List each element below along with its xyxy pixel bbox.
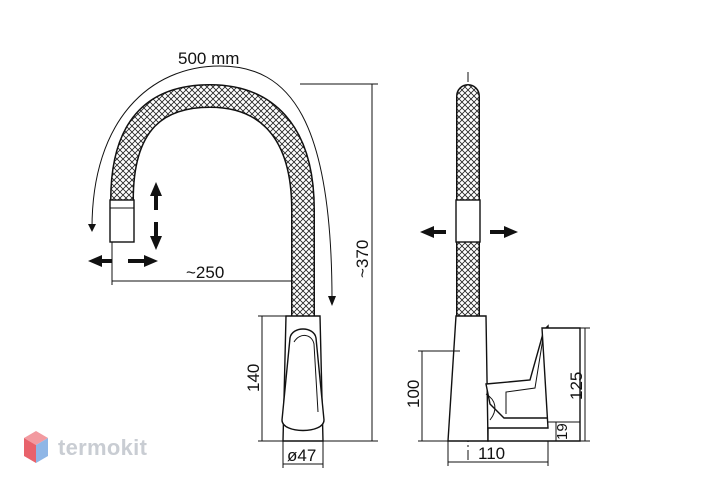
side-move-arrows	[420, 226, 518, 238]
base-diameter-label: ø47	[287, 446, 316, 465]
hose-length-label: 500 mm	[178, 49, 239, 68]
reach-label: ~250	[186, 263, 224, 282]
hose-length-arc	[91, 65, 333, 301]
lever-side	[485, 324, 549, 419]
lever-offset-label: 19	[554, 423, 571, 440]
arc-arrow-right	[328, 296, 336, 306]
height-label: ~370	[353, 240, 372, 278]
lever-front	[281, 328, 325, 432]
spray-head-side	[455, 199, 481, 243]
faucet-body-side	[447, 315, 489, 442]
brand-mark-icon	[24, 431, 48, 463]
arc-arrow-left	[88, 224, 96, 232]
spray-head	[109, 199, 135, 243]
side-view: 100 125 19 110	[404, 72, 590, 466]
side-height-label: 125	[567, 372, 586, 400]
vertical-move-arrows	[150, 182, 162, 250]
side-depth-label: 110	[478, 444, 505, 463]
horizontal-move-arrows	[88, 255, 158, 267]
body-height-label: 100	[404, 380, 423, 408]
base-height-label: 140	[244, 364, 263, 392]
brand-logo: termokit	[22, 428, 147, 468]
brand-name: termokit	[58, 435, 148, 460]
front-view: 500 mm ~250 ~370	[88, 49, 378, 468]
